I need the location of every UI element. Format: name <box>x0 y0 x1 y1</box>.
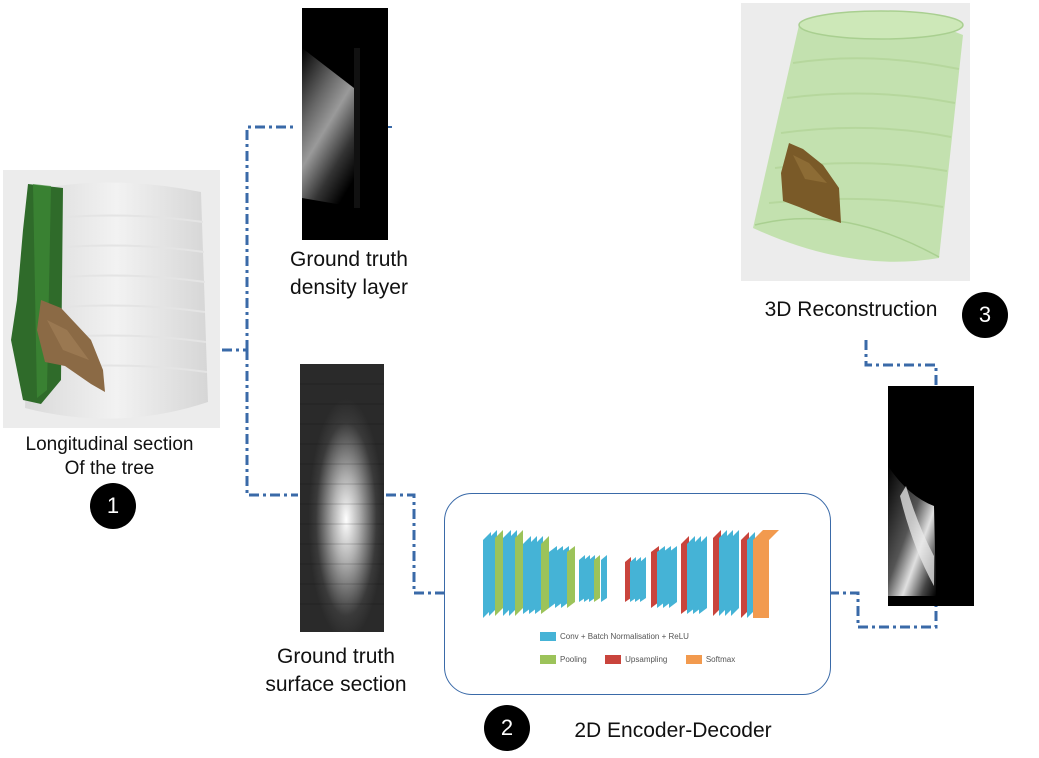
legend-pooling-label: Pooling <box>560 655 587 664</box>
legend-pooling-swatch <box>540 655 556 664</box>
legend-softmax: Softmax <box>685 655 736 664</box>
connector-encoder-to-output <box>829 591 938 629</box>
surface-label-line1: Ground truth <box>277 645 395 668</box>
legend-conv: Conv + Batch Normalisation + ReLU <box>540 632 689 641</box>
connector-surface-to-encoder <box>386 493 444 595</box>
density-label-line2: density layer <box>290 276 408 299</box>
legend-softmax-swatch <box>685 655 702 664</box>
network-legend: Conv + Batch Normalisation + ReLU Poolin… <box>540 628 800 669</box>
predicted-density-image <box>888 386 974 606</box>
encoder-blocks <box>483 530 607 618</box>
longitudinal-label: Longitudinal section Of the tree <box>0 433 219 481</box>
surface-section-image <box>300 364 384 632</box>
legend-conv-swatch <box>540 632 556 641</box>
surface-label: Ground truth surface section <box>246 643 426 699</box>
encoder-decoder-panel: Conv + Batch Normalisation + ReLU Poolin… <box>444 493 831 695</box>
longitudinal-label-line1: Longitudinal section <box>25 434 194 455</box>
density-layer-image <box>302 8 388 240</box>
density-label: Ground truth density layer <box>264 246 434 302</box>
step-badge-3: 3 <box>962 292 1008 338</box>
reconstruction-image <box>741 3 970 281</box>
connector-to-density <box>245 125 296 350</box>
legend-softmax-label: Softmax <box>705 655 736 664</box>
connector-to-surface <box>245 350 298 497</box>
legend-upsampling-swatch <box>605 655 622 664</box>
density-label-line1: Ground truth <box>290 248 408 271</box>
legend-pooling: Pooling <box>540 655 587 664</box>
legend-upsampling: Upsampling <box>605 655 667 664</box>
legend-conv-label: Conv + Batch Normalisation + ReLU <box>560 632 689 641</box>
tree-section-image <box>3 170 220 428</box>
legend-upsampling-label: Upsampling <box>625 655 668 664</box>
step-badge-1: 1 <box>90 483 136 529</box>
reconstruction-label: 3D Reconstruction <box>764 298 938 321</box>
surface-label-line2: surface section <box>265 673 407 696</box>
decoder-blocks <box>625 530 779 618</box>
step-badge-2: 2 <box>484 705 530 751</box>
longitudinal-label-line2: Of the tree <box>64 458 155 479</box>
encoder-label: 2D Encoder-Decoder <box>574 719 772 742</box>
network-architecture-diagram <box>483 530 779 618</box>
connector-recon-to-output <box>864 340 938 386</box>
